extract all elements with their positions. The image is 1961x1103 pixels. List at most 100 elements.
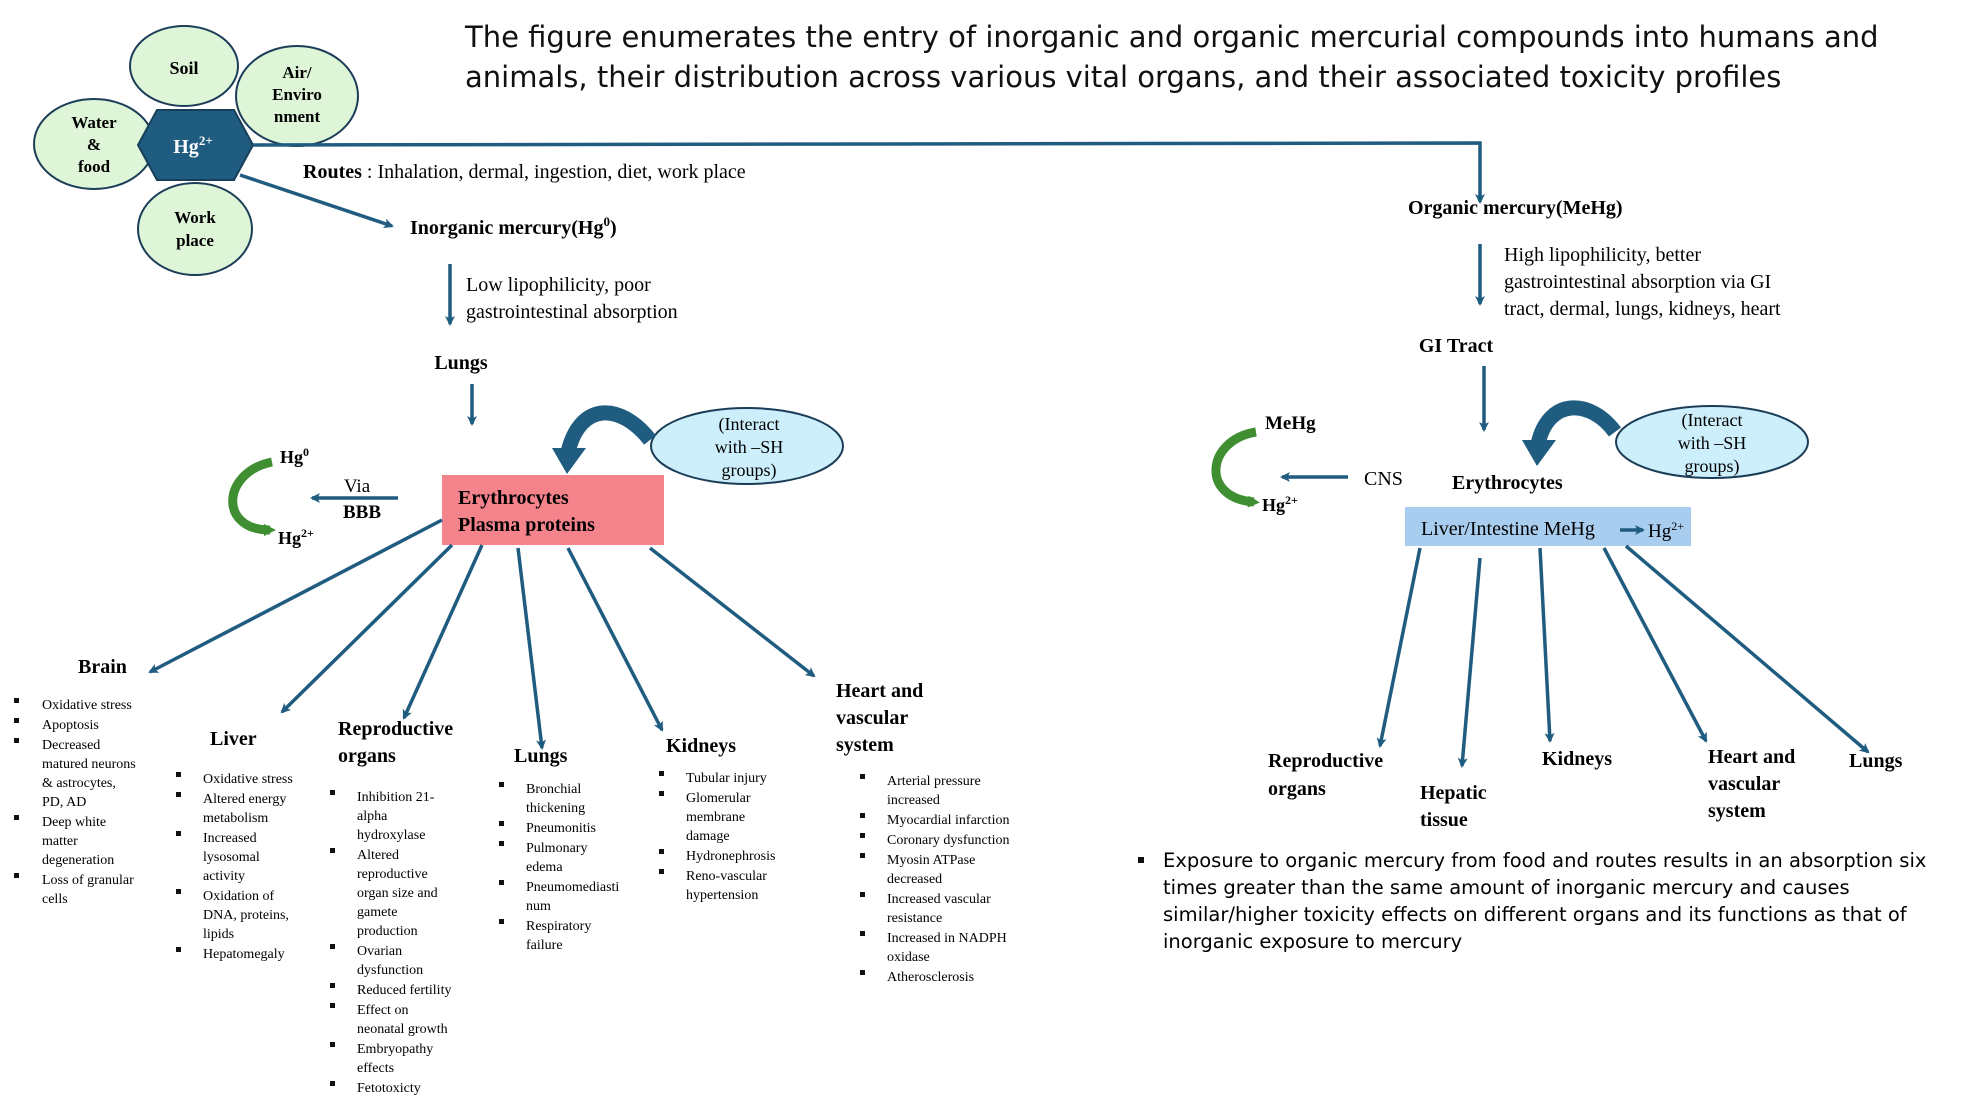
organic-absorption-2: gastrointestinal absorption via GI (1504, 271, 1771, 293)
arrow-to-brain (148, 518, 443, 674)
organic-absorption-3: tract, dermal, lungs, kidneys, heart (1504, 298, 1781, 320)
heart-effect-3: Coronary dysfunction (887, 833, 1009, 848)
heart-effect-2: Myocardial infarction (887, 813, 1009, 828)
bullet (659, 791, 664, 796)
heart-effect-5b: resistance (887, 911, 942, 926)
organic-organ-arrows (1376, 544, 1870, 768)
bullet (330, 1081, 335, 1086)
lungs-effect-1b: thickening (526, 801, 585, 816)
source-air-label-1: Air/ (282, 63, 312, 82)
heart-effect-5a: Increased vascular (887, 892, 991, 907)
liver-effect-4c: lipids (203, 927, 234, 942)
erythrocytes-right-label: Erythrocytes (1452, 472, 1563, 494)
source-soil-circle (129, 25, 239, 107)
repro-effect-1c: hydroxylase (357, 828, 425, 843)
liver-effect-5: Hepatomegaly (203, 947, 285, 962)
bullet (499, 919, 504, 924)
hg2-label-right: Hg2+ (1262, 493, 1298, 515)
arrow-to-hepatic (1457, 557, 1482, 768)
mercury-hexagon (136, 109, 255, 181)
bullet (659, 849, 664, 854)
lungs-effect-3a: Pulmonary (526, 841, 587, 856)
bullet (860, 931, 865, 936)
bullet (330, 1042, 335, 1047)
arrow-to-inorganic (239, 173, 394, 229)
brain-title: Brain (78, 656, 127, 678)
reproductive-title-1: Reproductive (338, 718, 453, 740)
inorganic-organ-arrows (148, 518, 816, 750)
heart-effect-6a: Increased in NADPH (887, 931, 1007, 946)
kidneys-effect-2c: damage (686, 829, 730, 844)
bullet (176, 772, 181, 777)
bullet (860, 813, 865, 818)
curved-arrow-left (560, 405, 656, 455)
heart-effect-1a: Arterial pressure (887, 774, 981, 789)
liver-effect-2b: metabolism (203, 811, 268, 826)
kidneys-effect-4b: hypertension (686, 888, 758, 903)
bbb-label: BBB (343, 502, 381, 523)
lungs-effects: Bronchial thickening Pneumonitis Pulmona… (499, 782, 619, 953)
bullet (330, 944, 335, 949)
organic-reproductive-1: Reproductive (1268, 750, 1383, 772)
organic-heart-2: vascular (1708, 773, 1780, 795)
curved-arrowhead-right (1522, 440, 1556, 466)
arrow-to-heart (648, 546, 816, 678)
blood-label-1: Erythrocytes (458, 487, 569, 509)
kidneys-effects: Tubular injury Glomerular membrane damag… (659, 771, 775, 903)
bullet (176, 947, 181, 952)
repro-effect-6a: Embryopathy (357, 1042, 433, 1057)
bullet (14, 718, 19, 723)
curved-arrow-right (1530, 400, 1622, 447)
bullet (176, 831, 181, 836)
lungs-effect-3b: edema (526, 860, 563, 875)
cns-label: CNS (1364, 468, 1403, 490)
organic-mercury-title: Organic mercury(MeHg) (1408, 197, 1623, 219)
caption-line-1: The figure enumerates the entry of inorg… (464, 20, 1879, 54)
source-work-circle (137, 182, 253, 276)
kidneys-title: Kidneys (666, 735, 736, 757)
bullet (499, 821, 504, 826)
kidneys-effect-2b: membrane (686, 810, 745, 825)
inorganic-absorption-2: gastrointestinal absorption (466, 301, 678, 323)
interact-left-3: groups) (722, 460, 777, 481)
lungs-effect-2: Pneumonitis (526, 821, 596, 836)
arrow-to-lungs (516, 547, 547, 750)
note-line-3: similar/higher toxicity effects on diffe… (1163, 903, 1908, 926)
kidneys-effect-4a: Reno-vascular (686, 869, 767, 884)
source-air-label-3: nment (274, 107, 321, 126)
interact-sh-ellipse-right (1615, 405, 1809, 479)
arrow-to-organic (252, 141, 1485, 204)
liver-box-hg-label: Hg2+ (1648, 519, 1684, 542)
inorganic-mercury-title: Inorganic mercury(Hg0) (410, 214, 617, 239)
interact-right-1: (Interact (1682, 410, 1743, 431)
liver-title: Liver (210, 728, 257, 750)
kidneys-effect-3: Hydronephrosis (686, 849, 775, 864)
organic-hepatic-1: Hepatic (1420, 782, 1487, 804)
repro-effect-3a: Ovarian (357, 944, 402, 959)
lungs-effect-1a: Bronchial (526, 782, 581, 797)
routes-text: Routes : Inhalation, dermal, ingestion, … (303, 161, 746, 183)
heart-effect-6b: oxidase (887, 950, 930, 965)
organic-lungs: Lungs (1849, 750, 1903, 772)
inorganic-lungs-label: Lungs (434, 352, 488, 374)
repro-effect-5b: neonatal growth (357, 1022, 448, 1037)
bullet (14, 873, 19, 878)
heart-title-3: system (836, 734, 894, 756)
liver-effect-2a: Altered energy (203, 792, 286, 807)
heart-effects: Arterial pressure increased Myocardial i… (860, 774, 1009, 985)
brain-effect-3d: PD, AD (42, 795, 86, 810)
repro-effect-2d: gamete (357, 905, 397, 920)
bullet (499, 880, 504, 885)
caption-line-2: animals, their distribution across vario… (465, 60, 1781, 94)
kidneys-effect-2a: Glomerular (686, 791, 751, 806)
organic-kidneys: Kidneys (1542, 748, 1612, 770)
organic-absorption-1: High lipophilicity, better (1504, 244, 1701, 266)
brain-effects: Oxidative stress Apoptosis Decreased mat… (14, 698, 136, 907)
bullet (860, 853, 865, 858)
bullet (860, 970, 865, 975)
liver-effects: Oxidative stress Altered energy metaboli… (176, 772, 293, 962)
bullet (330, 983, 335, 988)
repro-effect-2c: organ size and (357, 886, 438, 901)
bullet (14, 738, 19, 743)
arrow-to-kidneys-right (1538, 547, 1555, 743)
